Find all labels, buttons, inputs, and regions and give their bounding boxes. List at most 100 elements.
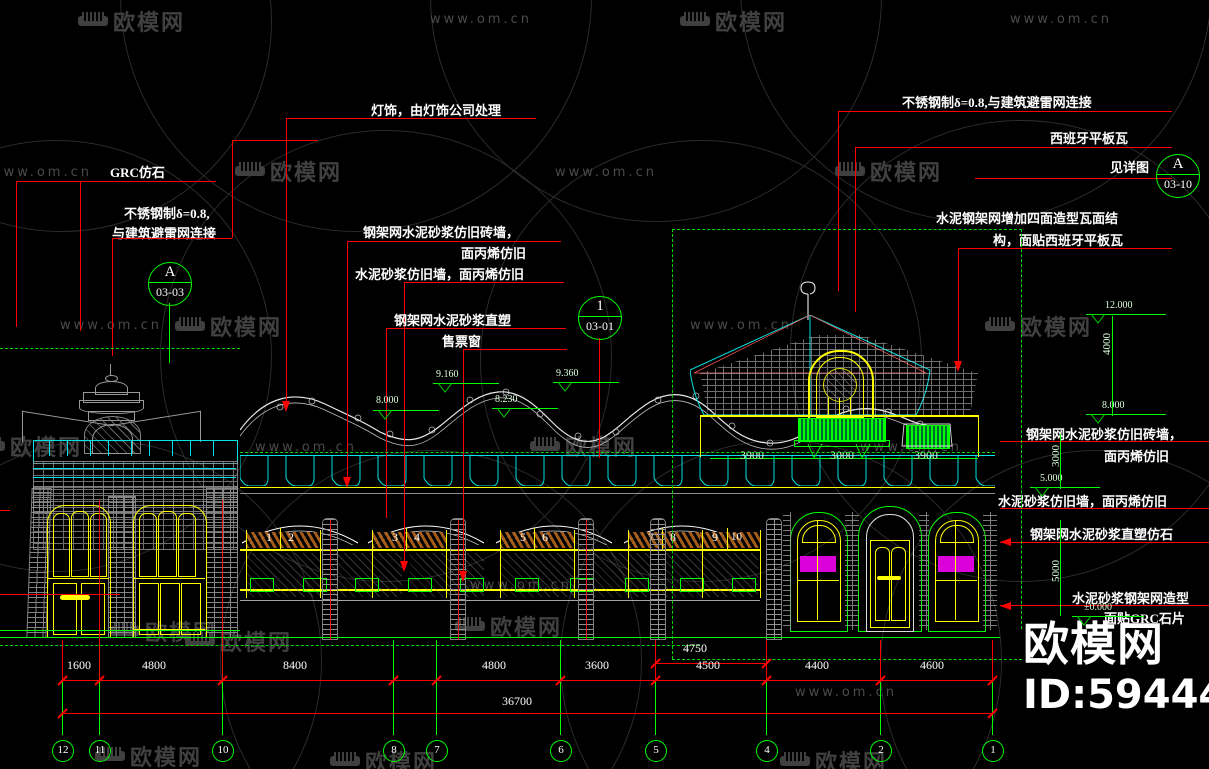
offset-dim-line xyxy=(655,663,766,664)
annotation-mesh-brick-r2: 面丙烯仿旧 xyxy=(1104,449,1170,464)
axis-grid-line xyxy=(655,640,656,682)
watermark-url: www.om.cn xyxy=(60,318,162,333)
dim-tick xyxy=(94,675,105,686)
leader-line xyxy=(855,147,1172,148)
elevation-triangle xyxy=(437,383,453,393)
arcade-pier xyxy=(650,518,666,640)
annotation-grc-stone-r1: 水泥砂浆钢架网造型 xyxy=(1072,591,1190,606)
leader-line xyxy=(838,111,839,291)
annotation-mesh-brick-2: 面丙烯仿旧 xyxy=(461,246,527,261)
annotation-mesh-sculpt-r: 钢架网水泥砂浆直塑仿石 xyxy=(1030,527,1174,542)
dormer-mullion xyxy=(850,398,851,416)
flower-box xyxy=(938,556,974,572)
axis-marker-7[interactable]: 7 xyxy=(426,740,448,762)
axis-marker-10[interactable]: 10 xyxy=(212,740,234,762)
window-ornament xyxy=(700,532,760,548)
axis-extension xyxy=(222,640,223,735)
dim-tick xyxy=(987,708,998,719)
elevation-triangle xyxy=(496,408,512,418)
glazing-panel xyxy=(588,553,650,597)
sofa-icon xyxy=(78,12,108,30)
tower-pier-center xyxy=(108,496,136,638)
watermark-logo: 欧模网 xyxy=(680,5,787,37)
leader-line xyxy=(463,349,464,577)
leader-line xyxy=(112,238,232,239)
leader-line xyxy=(16,181,216,182)
leader-line xyxy=(286,118,536,119)
cornice-bottom-line xyxy=(240,487,995,488)
pavilion-dim-center: 3000 xyxy=(830,448,854,462)
counter-box xyxy=(408,578,432,592)
sofa-icon xyxy=(780,752,810,769)
dim-tick xyxy=(217,675,228,686)
vdim-5000: 5000 xyxy=(1050,560,1062,582)
axis-marker-1[interactable]: 1 xyxy=(982,740,1004,762)
bubble-leader xyxy=(599,338,600,458)
bubble-bottom-label: 03-01 xyxy=(579,316,621,336)
detail-bubble-a-0310[interactable]: A 03-10 xyxy=(1156,154,1200,198)
axis-extension xyxy=(436,640,437,735)
axis-marker-11[interactable]: 11 xyxy=(89,740,111,762)
balcony-slab xyxy=(794,440,890,447)
annotation-mesh-tile-2: 构，面贴西班牙平板瓦 xyxy=(993,233,1124,248)
glazing-panel xyxy=(330,553,402,597)
wall-band-line xyxy=(240,493,995,494)
elevation-datum-line xyxy=(1086,314,1166,315)
elevation-triangle xyxy=(1090,414,1106,424)
tower-band-line xyxy=(33,468,236,469)
detail-bubble-1-0301[interactable]: 1 03-01 xyxy=(578,296,622,340)
leader-line xyxy=(404,282,405,567)
vdim-stem xyxy=(1060,520,1061,616)
ticket-window-number: 1 xyxy=(266,530,272,544)
dim-tick xyxy=(57,675,68,686)
axis-grid-line xyxy=(62,640,63,682)
bay-dim-line xyxy=(62,680,992,681)
dim-tick xyxy=(431,675,442,686)
axis-extension xyxy=(62,640,63,735)
window-frame xyxy=(760,530,761,598)
axis-grid-line xyxy=(880,640,881,682)
axis-extension xyxy=(560,640,561,735)
elevation-datum-line xyxy=(1030,487,1100,488)
dim-tick xyxy=(650,675,661,686)
pavilion-eave-line xyxy=(700,415,978,417)
counter-box xyxy=(250,578,274,592)
bay-dim-4400: 4400 xyxy=(805,658,829,672)
dim-tick xyxy=(761,675,772,686)
leader-line xyxy=(975,178,1172,179)
leader-arrow xyxy=(343,477,351,488)
axis-marker-5[interactable]: 5 xyxy=(645,740,667,762)
vdim-3000: 3000 xyxy=(1050,445,1062,467)
door-leaf xyxy=(139,583,159,635)
axis-marker-8[interactable]: 8 xyxy=(383,740,405,762)
elevation-datum-line xyxy=(1072,616,1144,617)
door-ornament xyxy=(60,595,90,600)
level-line-left xyxy=(0,510,10,511)
axis-marker-6[interactable]: 6 xyxy=(550,740,572,762)
elevation-triangle xyxy=(377,410,393,420)
glazing-panel xyxy=(660,553,758,597)
elevation-datum-line xyxy=(553,382,619,383)
axis-extension xyxy=(99,640,100,735)
total-dim-36700: 36700 xyxy=(502,694,532,708)
window-brick-surround xyxy=(919,512,929,630)
detail-bubble-a-0303[interactable]: A 03-03 xyxy=(148,262,192,306)
axis-grid-line xyxy=(992,640,993,682)
annotation-steel-left-1: 不锈钢制δ=0.8, xyxy=(124,206,210,221)
elevation-label: 8.230 xyxy=(495,394,518,405)
bubble-bottom-label: 03-03 xyxy=(149,282,191,302)
ground-line xyxy=(0,637,1000,638)
axis-marker-4[interactable]: 4 xyxy=(756,740,778,762)
dormer-arch-inner xyxy=(816,357,864,418)
cornice-scallops xyxy=(240,456,995,486)
door-panel xyxy=(71,511,89,577)
window-mullion xyxy=(955,520,956,620)
leader-line xyxy=(386,328,566,329)
ticket-window-number: 6 xyxy=(542,530,548,544)
axis-marker-12[interactable]: 12 xyxy=(52,740,74,762)
arcade-pier xyxy=(766,518,782,640)
pavilion-finial xyxy=(800,281,816,320)
elevation-label: 9.160 xyxy=(436,369,459,380)
leader-line xyxy=(347,241,561,242)
axis-marker-2[interactable]: 2 xyxy=(870,740,892,762)
